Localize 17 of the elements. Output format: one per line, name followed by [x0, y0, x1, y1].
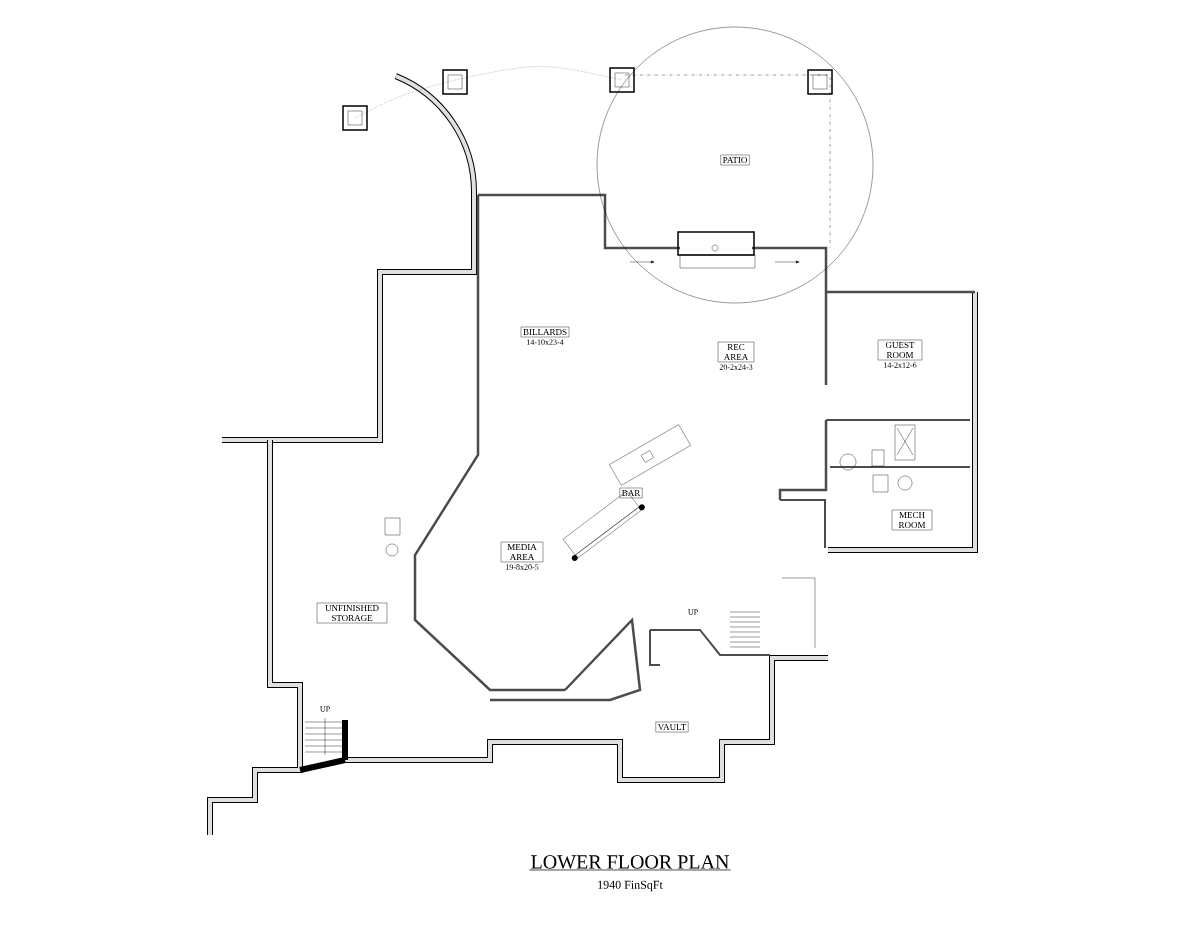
room-label: MECH ROOM [891, 509, 933, 531]
room-label: UNFINISHED STORAGE [316, 602, 388, 624]
room-dimension: 20-2x24-3 [719, 364, 753, 370]
title: LOWER FLOOR PLAN [529, 855, 731, 871]
stair-label: UP [320, 706, 330, 712]
room-dimension: 14-10x23-4 [527, 339, 564, 345]
room-label: BILLARDS [520, 326, 570, 338]
room-label: REC AREA [717, 341, 755, 363]
room-label: BAR [619, 487, 643, 499]
caption: 1940 FinSqFt [598, 880, 663, 892]
room-dimension: 19-8x20-5 [506, 564, 539, 570]
stair-label: UP [688, 609, 698, 615]
room-label: GUEST ROOM [877, 339, 923, 361]
room-label: VAULT [655, 721, 689, 733]
room-label: MEDIA AREA [500, 541, 544, 563]
room-label: PATIO [720, 154, 750, 166]
room-dimension: 14-2x12-6 [884, 362, 917, 368]
